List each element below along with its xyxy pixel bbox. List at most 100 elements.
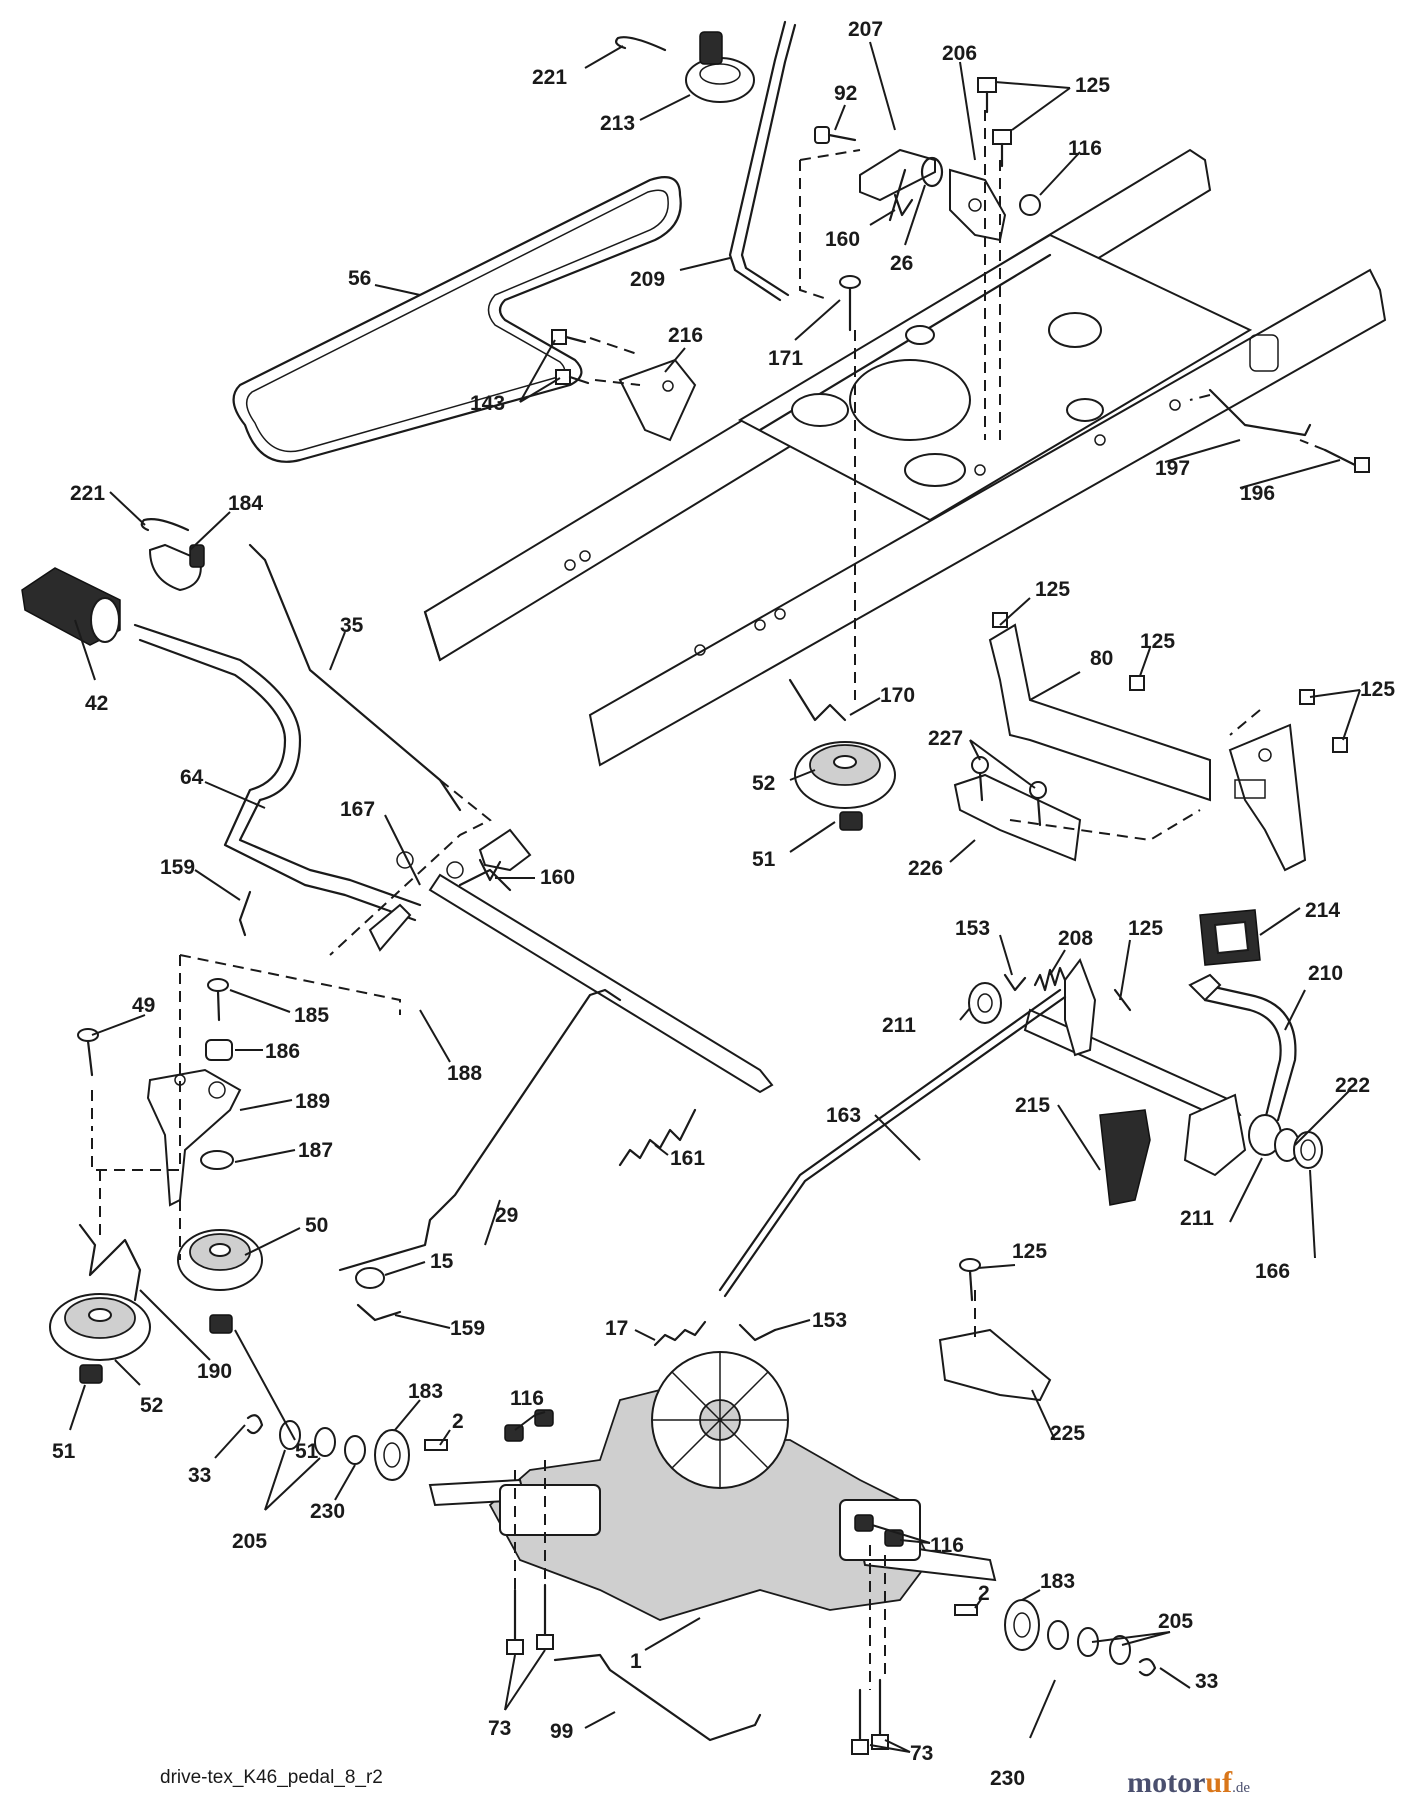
callout-196: 196 <box>1240 482 1275 505</box>
bolts-73-left <box>506 1583 554 1655</box>
callout-221-top: 221 <box>532 66 567 89</box>
spacer-186 <box>205 1039 233 1061</box>
callout-227: 227 <box>928 727 963 750</box>
bolt-196 <box>1323 448 1370 473</box>
callout-64: 64 <box>180 766 204 789</box>
bracket-189 <box>146 1068 242 1207</box>
callout-210: 210 <box>1308 962 1343 985</box>
spring-208 <box>1033 966 1067 992</box>
assembly-lines <box>91 110 1326 1690</box>
callout-183-left: 183 <box>408 1380 443 1403</box>
callout-51-mid: 51 <box>295 1440 319 1463</box>
callout-51-left: 51 <box>52 1440 76 1463</box>
frame-chassis <box>423 148 1387 767</box>
pedal-pad-214 <box>1199 909 1261 966</box>
key-2-left <box>424 1439 448 1451</box>
callout-166: 166 <box>1255 1260 1290 1283</box>
callout-116-mid: 116 <box>510 1387 544 1410</box>
callout-190: 190 <box>197 1360 232 1383</box>
clip-153-bottom <box>738 1323 777 1342</box>
rod-29 <box>338 988 622 1272</box>
callout-51-center: 51 <box>752 848 776 871</box>
callout-52-center: 52 <box>752 772 775 795</box>
callout-170: 170 <box>880 684 915 707</box>
callout-15: 15 <box>430 1250 454 1273</box>
bracket-226 <box>953 773 1082 862</box>
callout-153-bottom: 153 <box>812 1309 847 1332</box>
callout-26: 26 <box>890 252 913 275</box>
callout-42: 42 <box>85 692 108 715</box>
link-167-160 <box>396 851 502 882</box>
clip-153-top <box>1003 973 1027 992</box>
washer-26 <box>920 156 944 188</box>
callout-214: 214 <box>1305 899 1340 922</box>
pulley-52-left <box>49 1293 151 1361</box>
callout-125-top: 125 <box>1075 74 1110 97</box>
callout-189: 189 <box>295 1090 330 1113</box>
watermark-suffix: .de <box>1232 1780 1250 1796</box>
callout-99: 99 <box>550 1720 573 1743</box>
callout-183-right: 183 <box>1040 1570 1075 1593</box>
callout-116-right: 116 <box>930 1534 964 1557</box>
callout-125-bracket-mid: 125 <box>1140 630 1175 653</box>
bracket-207 <box>859 148 936 222</box>
bolt-171 <box>839 275 861 332</box>
spring-190 <box>78 1223 142 1302</box>
callout-125-bracket: 125 <box>1035 578 1070 601</box>
rod-197 <box>1208 388 1312 437</box>
callout-216: 216 <box>668 324 703 347</box>
clip-33-left <box>246 1414 264 1435</box>
callout-197: 197 <box>1155 457 1190 480</box>
callout-116-top: 116 <box>1068 137 1102 160</box>
rod-99 <box>553 1653 762 1742</box>
drive-belt-56 <box>232 176 682 463</box>
callout-213: 213 <box>600 112 635 135</box>
lift-lever-209 <box>685 20 797 302</box>
callout-161: 161 <box>670 1147 705 1170</box>
nut-51-mid <box>209 1314 233 1334</box>
clip-159-bottom <box>356 1303 402 1322</box>
control-rod-35 <box>248 543 462 812</box>
callout-160-top: 160 <box>825 228 860 251</box>
callout-125-bracket-right: 125 <box>1360 678 1395 701</box>
callout-35: 35 <box>340 614 364 637</box>
callout-205-left: 205 <box>232 1530 267 1553</box>
callout-49: 49 <box>132 994 155 1017</box>
washer-187 <box>200 1150 234 1170</box>
callout-188: 188 <box>447 1062 482 1085</box>
pulley-50 <box>177 1229 263 1291</box>
bearing-183-left <box>374 1429 410 1481</box>
callout-211-right: 211 <box>1180 1207 1214 1230</box>
watermark-part1: motor <box>1127 1766 1205 1799</box>
washer-15 <box>355 1267 385 1289</box>
watermark-logo: motoruf.de <box>1127 1766 1250 1799</box>
callout-159-top: 159 <box>160 856 195 879</box>
callout-163: 163 <box>826 1104 861 1127</box>
bracket-216 <box>618 358 697 442</box>
bracket-80 <box>988 623 1307 872</box>
callout-52-left: 52 <box>140 1394 163 1417</box>
callout-167: 167 <box>340 798 375 821</box>
callout-2-right: 2 <box>978 1582 990 1605</box>
callout-184: 184 <box>228 492 263 515</box>
callout-92: 92 <box>834 82 857 105</box>
callout-230-left: 230 <box>310 1500 345 1523</box>
callout-labels: 221 213 207 92 206 125 116 160 26 209 56… <box>52 18 1395 1790</box>
key-2-right <box>954 1604 978 1616</box>
washers-205-right <box>1047 1620 1131 1665</box>
nut-51-center <box>839 811 863 831</box>
callout-211-left: 211 <box>882 1014 916 1037</box>
control-lever-64 <box>133 623 422 922</box>
callout-160-mid: 160 <box>540 866 575 889</box>
callout-171: 171 <box>768 347 803 370</box>
callout-2-left: 2 <box>452 1410 464 1433</box>
bolts-125-top <box>977 77 1012 168</box>
bolt-125-bottom <box>959 1258 981 1302</box>
callout-33-left: 33 <box>188 1464 211 1487</box>
callout-153-top: 153 <box>955 917 990 940</box>
callout-50: 50 <box>305 1214 328 1237</box>
hitch-pin-221-top <box>615 36 667 52</box>
callout-225: 225 <box>1050 1422 1085 1445</box>
clip-160-top <box>893 193 914 217</box>
